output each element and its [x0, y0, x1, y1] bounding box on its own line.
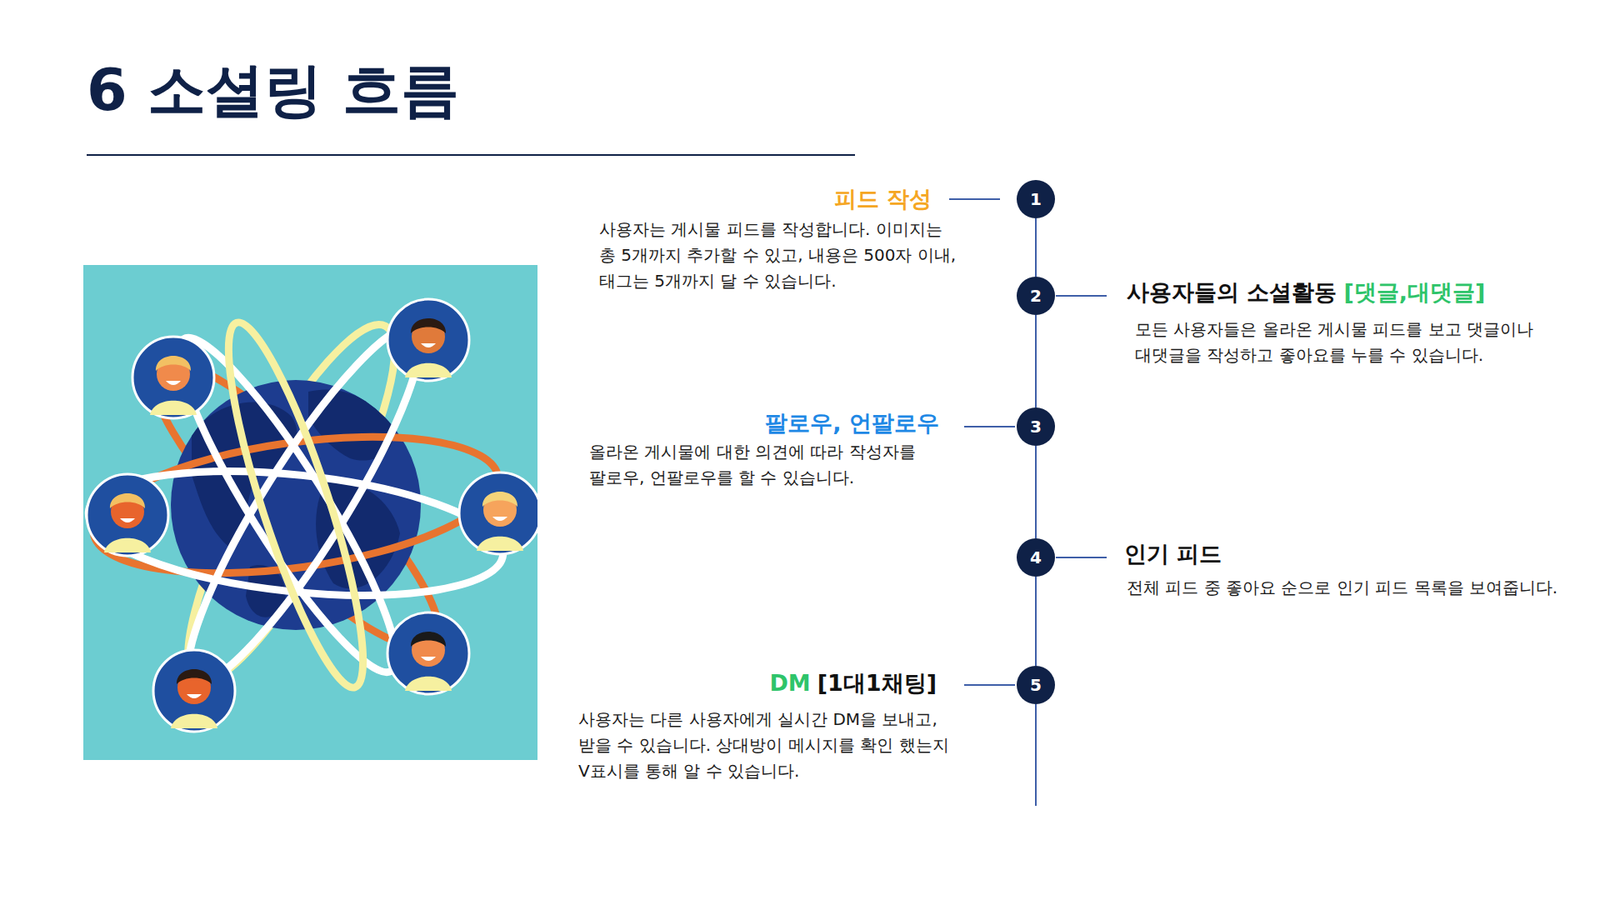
step-heading-tag: [댓글,대댓글] [1343, 279, 1485, 306]
step-circle: 2 [1016, 276, 1055, 315]
avatar-shirt [150, 400, 197, 415]
step-description: 사용자는 게시물 피드를 작성합니다. 이미지는 총 5개까지 추가할 수 있고… [599, 216, 958, 295]
avatar-frame [86, 474, 169, 556]
leader-line [1055, 556, 1107, 559]
timeline-connector [1035, 315, 1037, 408]
avatar [153, 650, 235, 732]
step-circle: 5 [1016, 665, 1055, 705]
avatar-smile [165, 380, 181, 385]
leader-line [949, 198, 1000, 200]
avatar [387, 299, 470, 381]
avatar-frame [132, 336, 215, 419]
step-description: 모든 사용자들은 올라온 게시물 피드를 보고 댓글이나 대댓글을 작성하고 좋… [1135, 316, 1552, 369]
avatar-shirt [405, 676, 452, 691]
step-heading-tag: [1대1채팅] [817, 670, 937, 697]
step-description: 전체 피드 중 좋아요 순으로 인기 피드 목록을 보여줍니다. [1126, 575, 1585, 601]
leader-line [964, 684, 1015, 686]
step-heading: 사용자들의 소셜활동 [1126, 279, 1337, 306]
avatar-frame [459, 472, 538, 555]
callout-number: 5 [1030, 676, 1042, 694]
callout-number: 2 [1030, 287, 1042, 305]
avatar-shirt [170, 714, 218, 729]
timeline-connector [1035, 218, 1037, 277]
avatar-smile [186, 694, 202, 699]
avatar [132, 336, 215, 419]
globe-illustration [83, 265, 538, 760]
avatar-hair [110, 493, 145, 509]
timeline-connector [1035, 445, 1037, 539]
avatar-shirt [405, 363, 452, 378]
step-heading: 팔로우, 언팔로우 [765, 410, 940, 437]
leader-line [1055, 295, 1107, 297]
step-heading: 피드 작성 [834, 185, 932, 213]
avatar [86, 474, 169, 556]
timeline-connector [1035, 576, 1037, 666]
step-heading: 인기 피드 [1124, 540, 1222, 568]
avatar-smile [492, 516, 508, 521]
avatar-smile [420, 656, 436, 661]
orbit-ring [205, 312, 387, 698]
step-heading: DM [769, 670, 810, 697]
callout-number: 4 [1030, 549, 1042, 566]
step-circle: 1 [1016, 180, 1055, 219]
callout-number: 1 [1030, 190, 1042, 208]
slide-title: 6 소셜링 흐름 [86, 58, 460, 123]
avatar-frame [153, 650, 235, 732]
avatar-smile [120, 518, 135, 523]
avatar-hair [410, 318, 446, 334]
avatar-shirt [104, 538, 151, 553]
step-description: 사용자는 다른 사용자에게 실시간 DM을 보내고, 받을 수 있습니다. 상대… [578, 706, 954, 785]
timeline-tail [1035, 704, 1037, 806]
callout-number: 3 [1030, 418, 1042, 435]
avatar-hair [176, 669, 212, 685]
leader-line [964, 425, 1015, 428]
avatar-hair [155, 355, 191, 371]
leader-lines [949, 199, 1107, 806]
step-description: 올라온 게시물에 대한 의견에 따라 작성자를 팔로우, 언팔로우를 할 수 있… [589, 439, 956, 491]
avatar-frame [387, 612, 470, 695]
title-underline [86, 154, 855, 156]
avatar-shirt [476, 536, 524, 551]
avatar [459, 472, 538, 555]
avatar-hair [482, 491, 518, 507]
avatar-frame [387, 299, 470, 381]
step-circle: 4 [1016, 538, 1055, 577]
avatars [86, 299, 538, 732]
step-circle: 3 [1016, 407, 1055, 446]
avatar-hair [410, 631, 446, 647]
avatar [387, 612, 470, 695]
avatar-smile [420, 343, 436, 348]
